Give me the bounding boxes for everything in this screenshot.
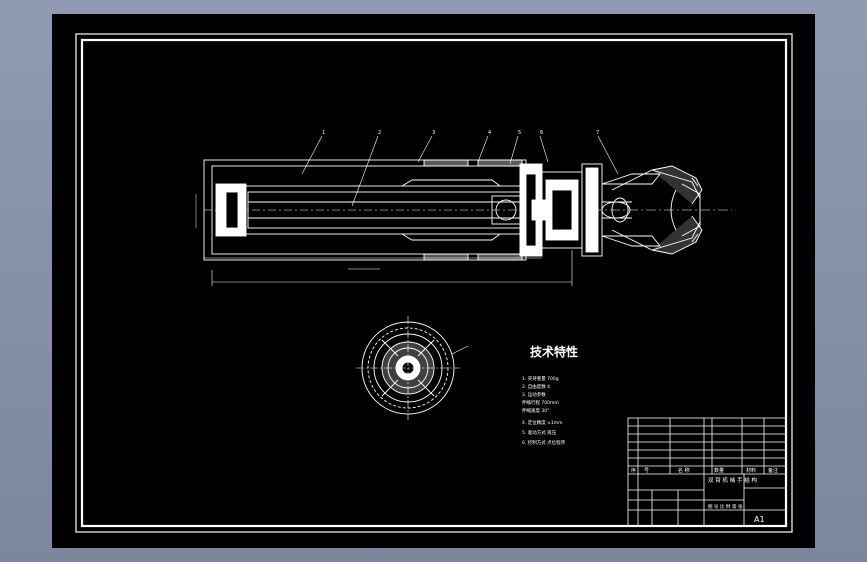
balloon-2: 2: [378, 130, 381, 136]
tb-header-5: 材料: [746, 467, 756, 474]
tb-company-2: 比 例: [720, 503, 731, 510]
sheet-inner-border: [80, 38, 788, 528]
spec-line-4: 伸缩行程 700mm: [522, 399, 559, 406]
tb-product-name: 双 臂 机 械 手 结 构: [708, 476, 757, 484]
spec-line-3: 3. 运动参数: [522, 391, 546, 398]
spec-line-2: 2. 自由度数 4: [522, 383, 550, 390]
balloon-1: 1: [322, 130, 325, 136]
tb-header-3: 名 称: [678, 467, 690, 474]
tb-company-3: 第 张: [732, 503, 743, 510]
cad-viewport[interactable]: 1 2 3 4 5 6 7 技术特性 1. 夹持重量 700g 2. 自由度数 …: [52, 14, 815, 548]
spec-line-7: 5. 驱动方式 液压: [522, 429, 557, 436]
sheet-outer-border: [75, 33, 793, 533]
part-balloons: 1 2 3 4 5 6 7: [322, 130, 599, 136]
tb-header-2: 号: [644, 468, 649, 474]
cad-drawing: 1 2 3 4 5 6 7 技术特性 1. 夹持重量 700g 2. 自由度数 …: [75, 33, 793, 533]
spec-line-5: 伸缩速度 30°: [522, 407, 549, 414]
tb-company-1: 图 号: [708, 504, 719, 510]
tb-header-1: 序: [631, 467, 636, 474]
technical-notes: 技术特性 1. 夹持重量 700g 2. 自由度数 4 3. 运动参数 伸缩行程…: [522, 344, 578, 446]
balloon-6: 6: [540, 130, 543, 136]
technical-notes-title: 技术特性: [530, 344, 578, 359]
title-block: [627, 417, 787, 527]
spec-line-1: 1. 夹持重量 700g: [522, 375, 559, 382]
balloon-3: 3: [432, 130, 435, 136]
tb-header-6: 备注: [768, 467, 778, 474]
spec-line-6: 4. 定位精度 ±1mm: [522, 419, 563, 426]
main-assembly-view: [195, 135, 732, 286]
spec-line-8: 6. 控制方式 点位程序: [522, 439, 566, 446]
balloon-5: 5: [518, 130, 521, 136]
balloon-4: 4: [488, 130, 491, 136]
tb-header-4: 数量: [714, 467, 724, 474]
balloon-7: 7: [596, 130, 599, 136]
title-block-text: 序 号 名 称 数量 材料 备注 双 臂 机 械 手 结 构 图 号 比 例 第…: [631, 467, 778, 524]
tb-sheet-size: A1: [754, 515, 765, 524]
section-view-circle: [356, 316, 469, 420]
